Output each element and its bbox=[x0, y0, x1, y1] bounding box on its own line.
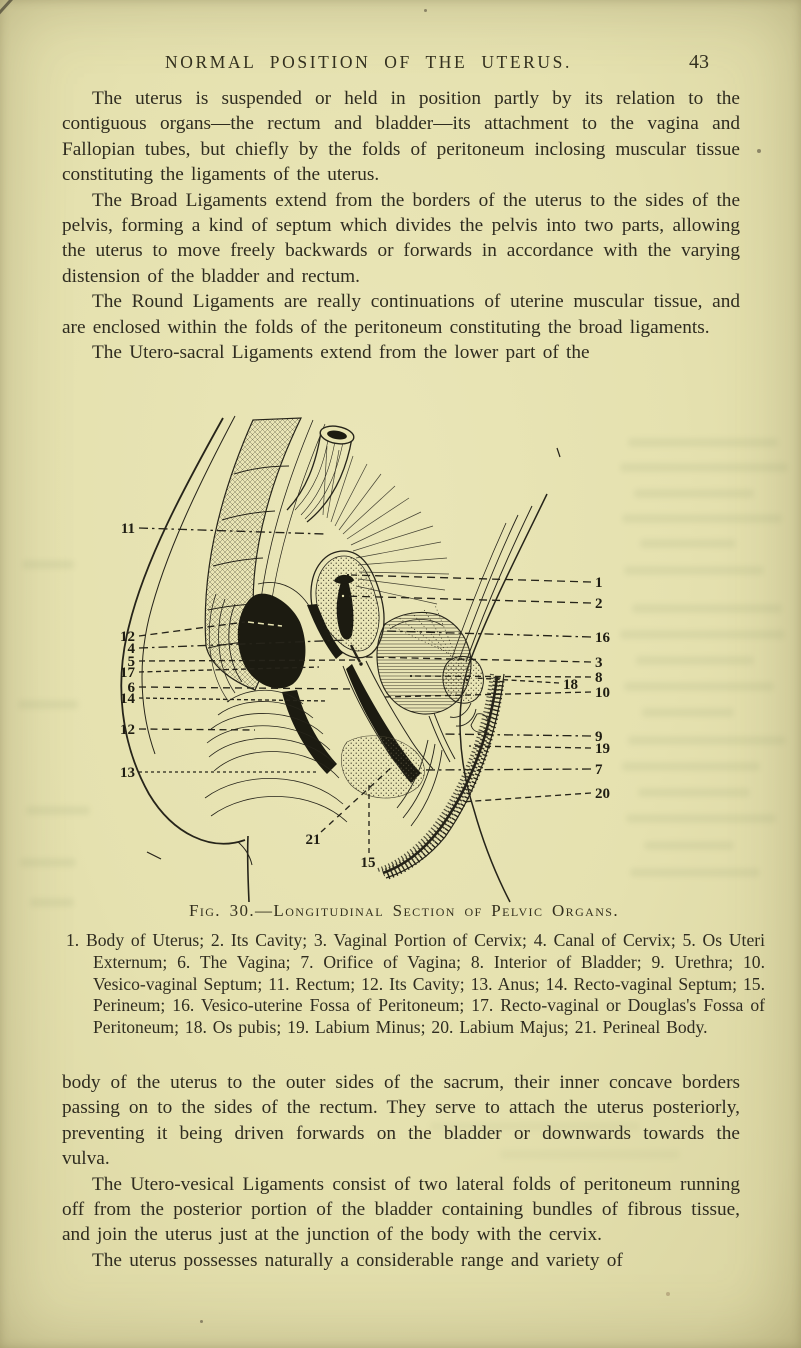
figure-label-6: 6 bbox=[128, 680, 136, 696]
figure-label-8: 8 bbox=[595, 670, 603, 686]
uterus bbox=[307, 550, 385, 666]
figure-number-labels: 11 12 4 5 17 6 14 12 13 1 2 16 3 8 18 10… bbox=[120, 521, 611, 871]
paper-speck bbox=[666, 1292, 670, 1296]
paragraph: The Round Ligaments are really continuat… bbox=[62, 291, 740, 338]
figure-legend: 1. Body of Uterus; 2. Its Cavity; 3. Vag… bbox=[66, 930, 765, 1038]
pubic-bone bbox=[442, 655, 489, 733]
figure-label-2: 2 bbox=[595, 596, 603, 612]
figure-label-12a: 12 bbox=[120, 629, 135, 645]
figure-label-16: 16 bbox=[595, 630, 611, 646]
sigmoid-colon bbox=[286, 425, 355, 523]
body-text-lower: body of the uterus to the outer sides of… bbox=[62, 1070, 740, 1273]
page-title: NORMAL POSITION OF THE UTERUS. bbox=[165, 52, 572, 72]
figure-label-13: 13 bbox=[120, 765, 135, 781]
figure-label-15: 15 bbox=[361, 855, 376, 871]
paper-speck bbox=[424, 9, 427, 12]
figure-caption: Fig. 30.—Longitudinal Section of Pelvic … bbox=[188, 901, 620, 920]
figure-label-20: 20 bbox=[595, 786, 610, 802]
figure-label-5: 5 bbox=[128, 654, 136, 670]
figure-label-11: 11 bbox=[121, 521, 135, 537]
paper-speck bbox=[757, 149, 761, 153]
leader-lines bbox=[138, 527, 592, 853]
figure-label-10: 10 bbox=[595, 685, 610, 701]
paper-speck bbox=[200, 1320, 203, 1323]
paper-blemish bbox=[0, 0, 15, 15]
figure-label-18: 18 bbox=[563, 677, 578, 693]
paragraph: The uterus possesses naturally a conside… bbox=[92, 1249, 623, 1271]
paragraph: The Utero-sacral Ligaments extend from t… bbox=[92, 342, 590, 364]
figure-label-1: 1 bbox=[595, 575, 603, 591]
figure-label-9: 9 bbox=[595, 729, 603, 745]
figure-label-19: 19 bbox=[595, 741, 610, 757]
figure-label-3: 3 bbox=[595, 655, 603, 671]
rectum bbox=[204, 582, 348, 823]
page-number: 43 bbox=[689, 51, 709, 73]
paragraph: The Utero-vesical Ligaments consist of t… bbox=[62, 1173, 740, 1246]
figure-label-21: 21 bbox=[306, 832, 321, 848]
figure-label-4: 4 bbox=[128, 641, 136, 657]
figure-label-12b: 12 bbox=[120, 722, 135, 738]
anatomical-figure: 11 12 4 5 17 6 14 12 13 1 2 16 3 8 18 10… bbox=[120, 415, 611, 903]
figure-label-14: 14 bbox=[120, 691, 136, 707]
vulva-perineum bbox=[341, 660, 505, 880]
body-outline bbox=[120, 415, 561, 903]
paragraph: The uterus is suspended or held in posit… bbox=[62, 88, 740, 186]
paragraph: body of the uterus to the outer sides of… bbox=[62, 1072, 740, 1170]
figure-label-17: 17 bbox=[120, 665, 136, 681]
figure-label-7: 7 bbox=[595, 762, 603, 778]
running-header: NORMAL POSITION OF THE UTERUS. 43 bbox=[60, 51, 741, 78]
body-text-upper: The uterus is suspended or held in posit… bbox=[62, 86, 740, 365]
paragraph: The Broad Ligaments extend from the bord… bbox=[62, 189, 740, 287]
